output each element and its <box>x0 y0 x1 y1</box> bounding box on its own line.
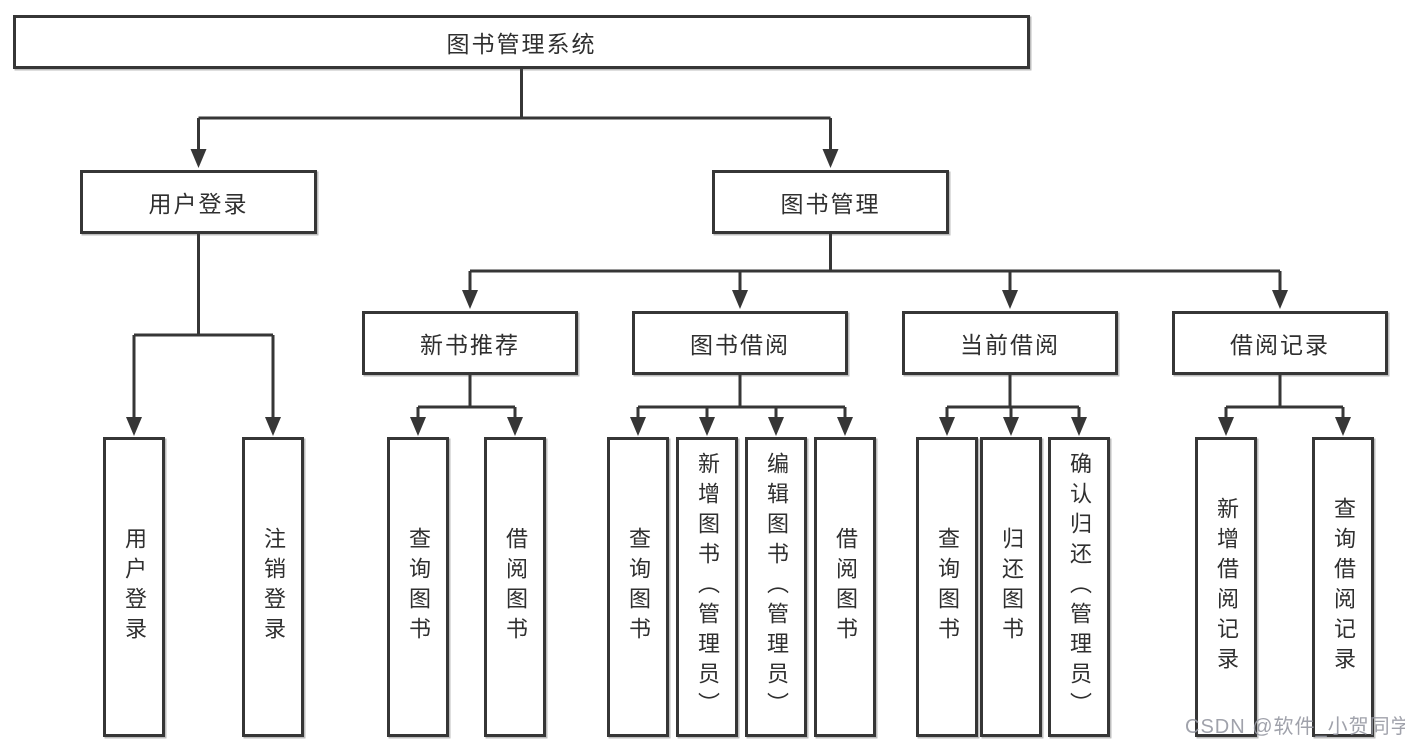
leaf-add-book-admin: 新增图书（管理员） <box>676 437 738 737</box>
node-borrowing-records: 借阅记录 <box>1172 311 1388 375</box>
node-label: 用户登录 <box>148 191 249 217</box>
leaf-label: 归还图书 <box>999 527 1024 647</box>
leaf-label: 查询图书 <box>935 527 960 647</box>
leaf-edit-book-admin: 编辑图书（管理员） <box>745 437 807 737</box>
leaf-label: 查询图书 <box>626 527 651 647</box>
node-new-book-recommendation: 新书推荐 <box>362 311 578 375</box>
node-book-management: 图书管理 <box>712 170 949 234</box>
leaf-label: 确认归还（管理员） <box>1067 452 1092 722</box>
node-user-login: 用户登录 <box>80 170 317 234</box>
leaf-user-login: 用户登录 <box>103 437 165 737</box>
csdn-watermark: CSDN @软件_小贺同学 <box>1185 716 1405 738</box>
leaf-label: 注销登录 <box>261 527 286 647</box>
leaf-return-books: 归还图书 <box>980 437 1042 737</box>
node-label: 借阅记录 <box>1230 332 1330 358</box>
leaf-label: 新增借阅记录 <box>1214 497 1239 677</box>
leaf-label: 新增图书（管理员） <box>695 452 720 722</box>
leaf-label: 编辑图书（管理员） <box>764 452 789 722</box>
leaf-label: 用户登录 <box>122 527 147 647</box>
leaf-label: 借阅图书 <box>503 527 528 647</box>
node-label: 当前借阅 <box>960 332 1060 358</box>
leaf-label: 查询借阅记录 <box>1331 497 1356 677</box>
leaf-borrow-books-recommend: 借阅图书 <box>484 437 546 737</box>
leaf-query-books-current: 查询图书 <box>916 437 978 737</box>
node-label: 图书管理系统 <box>446 31 597 57</box>
leaf-query-books-recommend: 查询图书 <box>387 437 449 737</box>
leaf-query-books-borrow: 查询图书 <box>607 437 669 737</box>
leaf-borrow-books: 借阅图书 <box>814 437 876 737</box>
node-library-management-system: 图书管理系统 <box>13 15 1030 69</box>
node-label: 新书推荐 <box>420 332 520 358</box>
leaf-query-borrow-record: 查询借阅记录 <box>1312 437 1374 737</box>
node-label: 图书借阅 <box>690 332 790 358</box>
node-current-borrowing: 当前借阅 <box>902 311 1118 375</box>
node-label: 图书管理 <box>780 191 881 217</box>
leaf-label: 查询图书 <box>406 527 431 647</box>
leaf-label: 借阅图书 <box>833 527 858 647</box>
node-book-borrowing: 图书借阅 <box>632 311 848 375</box>
leaf-add-borrow-record: 新增借阅记录 <box>1195 437 1257 737</box>
leaf-confirm-return-admin: 确认归还（管理员） <box>1048 437 1110 737</box>
leaf-logout: 注销登录 <box>242 437 304 737</box>
